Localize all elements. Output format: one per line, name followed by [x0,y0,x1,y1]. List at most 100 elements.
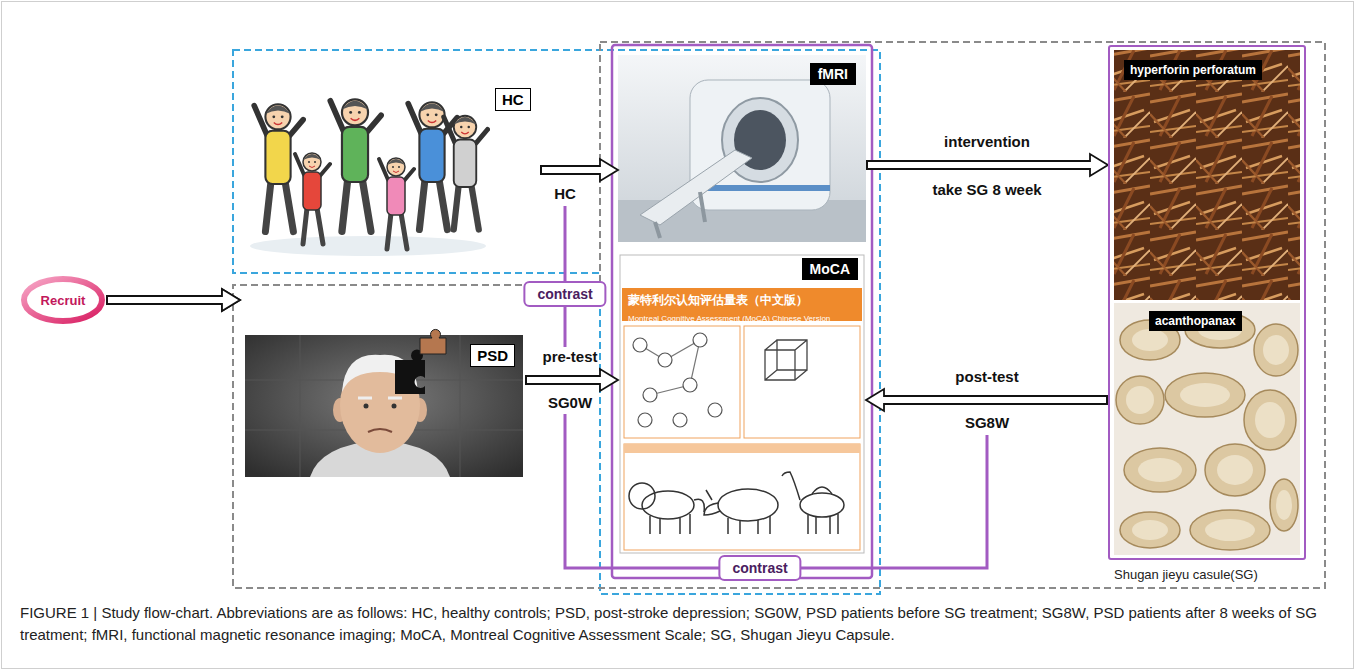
psd-group-outline [233,42,1325,588]
ellipse-ring [24,279,102,321]
node-label: PSD [470,344,515,367]
hc-illustration-part [250,236,486,256]
mri-illustration-part [640,150,752,225]
moca-illustration-part-part [650,499,704,534]
node-label: fMRI [810,63,856,85]
moca-illustration-part-part [638,413,652,427]
arrow-hollow [108,297,225,303]
arrow-label-slot: pre-test [542,348,597,366]
arrow-label: pre-test [542,348,597,365]
psd-illustration-part [358,397,402,400]
mri-illustration-part [618,55,866,242]
arrow-label: SG0W [548,394,592,411]
moca-illustration-part [744,326,860,438]
node-label: hyperforin perforatum [1124,60,1262,80]
hc-illustration-part [444,116,488,230]
acanthopanax-photo-part-part [1270,479,1298,531]
arrow-hollow [868,162,1093,168]
arrow-label: post-test [955,368,1018,385]
arrow-hollow [527,377,603,383]
node-label: contrast [732,560,787,576]
text-slot: HC [495,88,531,111]
acanthopanax-photo [1114,303,1300,555]
acanthopanax-photo-part-part [1217,455,1253,485]
moca-illustration-part-part [673,413,687,427]
flow-arrow [866,154,1108,176]
moca-illustration-part-part [708,403,722,417]
acanthopanax-photo-part-part [1116,376,1164,424]
moca-illustration-part-part [643,388,657,402]
hyperforin-photo [1114,50,1300,300]
group-panel: HC [240,58,540,300]
moca-illustration-part [624,444,860,550]
hc-illustration [245,62,490,270]
hc-illustration-part [408,102,457,229]
moca-illustration-part-part [782,472,832,500]
acanthopanax-photo-part-part [1126,386,1154,414]
herb-panel: Shugan jieyu casule(SG) hyperforin perfor… [1108,45,1306,585]
acanthopanax-photo-part-part [1255,402,1285,438]
image-panel: MoCA蒙特利尔认知评估量表（中文版）Montreal Cognitive As… [618,250,866,555]
arrow-label: take SG 8 week [932,181,1041,198]
arrow-label: HC [554,185,576,202]
acanthopanax-photo-part-part [1132,329,1168,351]
group-panel: PSD [240,300,525,478]
image-panel: hyperforin perforatum [1114,50,1300,300]
moca-illustration-part-part [728,516,770,534]
mri-illustration [618,55,866,242]
arrow-hollow [881,397,1106,403]
node-label: Montreal Cognitive Assessment (MoCA) Chi… [628,314,830,323]
psd-illustration-part [364,404,369,409]
psd-illustration-part [395,350,425,394]
moca-illustration-part-part [704,490,720,515]
acanthopanax-photo-part-part [1263,335,1289,365]
arrow-label: intervention [944,133,1030,150]
acanthopanax-photo-part-part [1180,383,1230,407]
arrow-label-slot: SG0W [548,394,592,412]
contrast-box: contrast [523,281,606,307]
arrow-label-slot: HC [554,185,576,203]
psd-illustration-part [245,335,523,477]
start-ellipse: Recruit [20,275,106,325]
node-label: Shugan jieyu casule(SG) [1114,567,1258,582]
acanthopanax-photo-part-part [1124,448,1196,492]
moca-illustration-part-part [642,491,694,519]
moca-illustration-part [640,340,700,395]
node-label: HC [495,88,531,111]
flow-arrow [525,369,618,391]
hc-illustration-part [379,158,414,249]
acanthopanax-photo-part [1126,320,1292,541]
moca-illustration-part-part [658,353,672,367]
acanthopanax-photo-part-part [1244,390,1296,450]
hyperforin-photo-part [1114,50,1300,300]
hc-illustration-part [245,62,490,270]
contrast-lines [565,206,987,568]
acanthopanax-photo-part [1114,303,1300,555]
panel-frame [1108,45,1306,560]
caption-slot: FIGURE 1 | Study flow-chart. Abbreviatio… [20,602,1330,646]
text-slot: hyperforin perforatum [1124,60,1262,80]
acanthopanax-photo-part-part [1138,458,1182,482]
moca-illustration-part [620,255,864,553]
flow-arrow [540,159,618,181]
moca-illustration-part [624,444,860,453]
text-slot: PSD [470,344,515,367]
hc-illustration-part [295,153,330,244]
psd-illustration-part [245,335,523,477]
node-label: 蒙特利尔认知评估量表（中文版） [628,292,808,309]
node-label: contrast [537,286,592,302]
moca-illustration-part-part [718,489,778,521]
flow-arrow [866,389,1108,411]
arrow-hollow [108,297,225,303]
psd-illustration-part [368,429,392,432]
arrow-hollow [542,167,603,173]
text-slot: Recruit [20,275,106,325]
text-slot: 蒙特利尔认知评估量表（中文版） [628,290,808,309]
moca-illustration-part-part [633,338,647,352]
moca-illustration [620,255,864,553]
moca-illustration-part-part [808,514,838,534]
hc-illustration-part [254,104,303,231]
text-slot: contrast [537,285,592,303]
